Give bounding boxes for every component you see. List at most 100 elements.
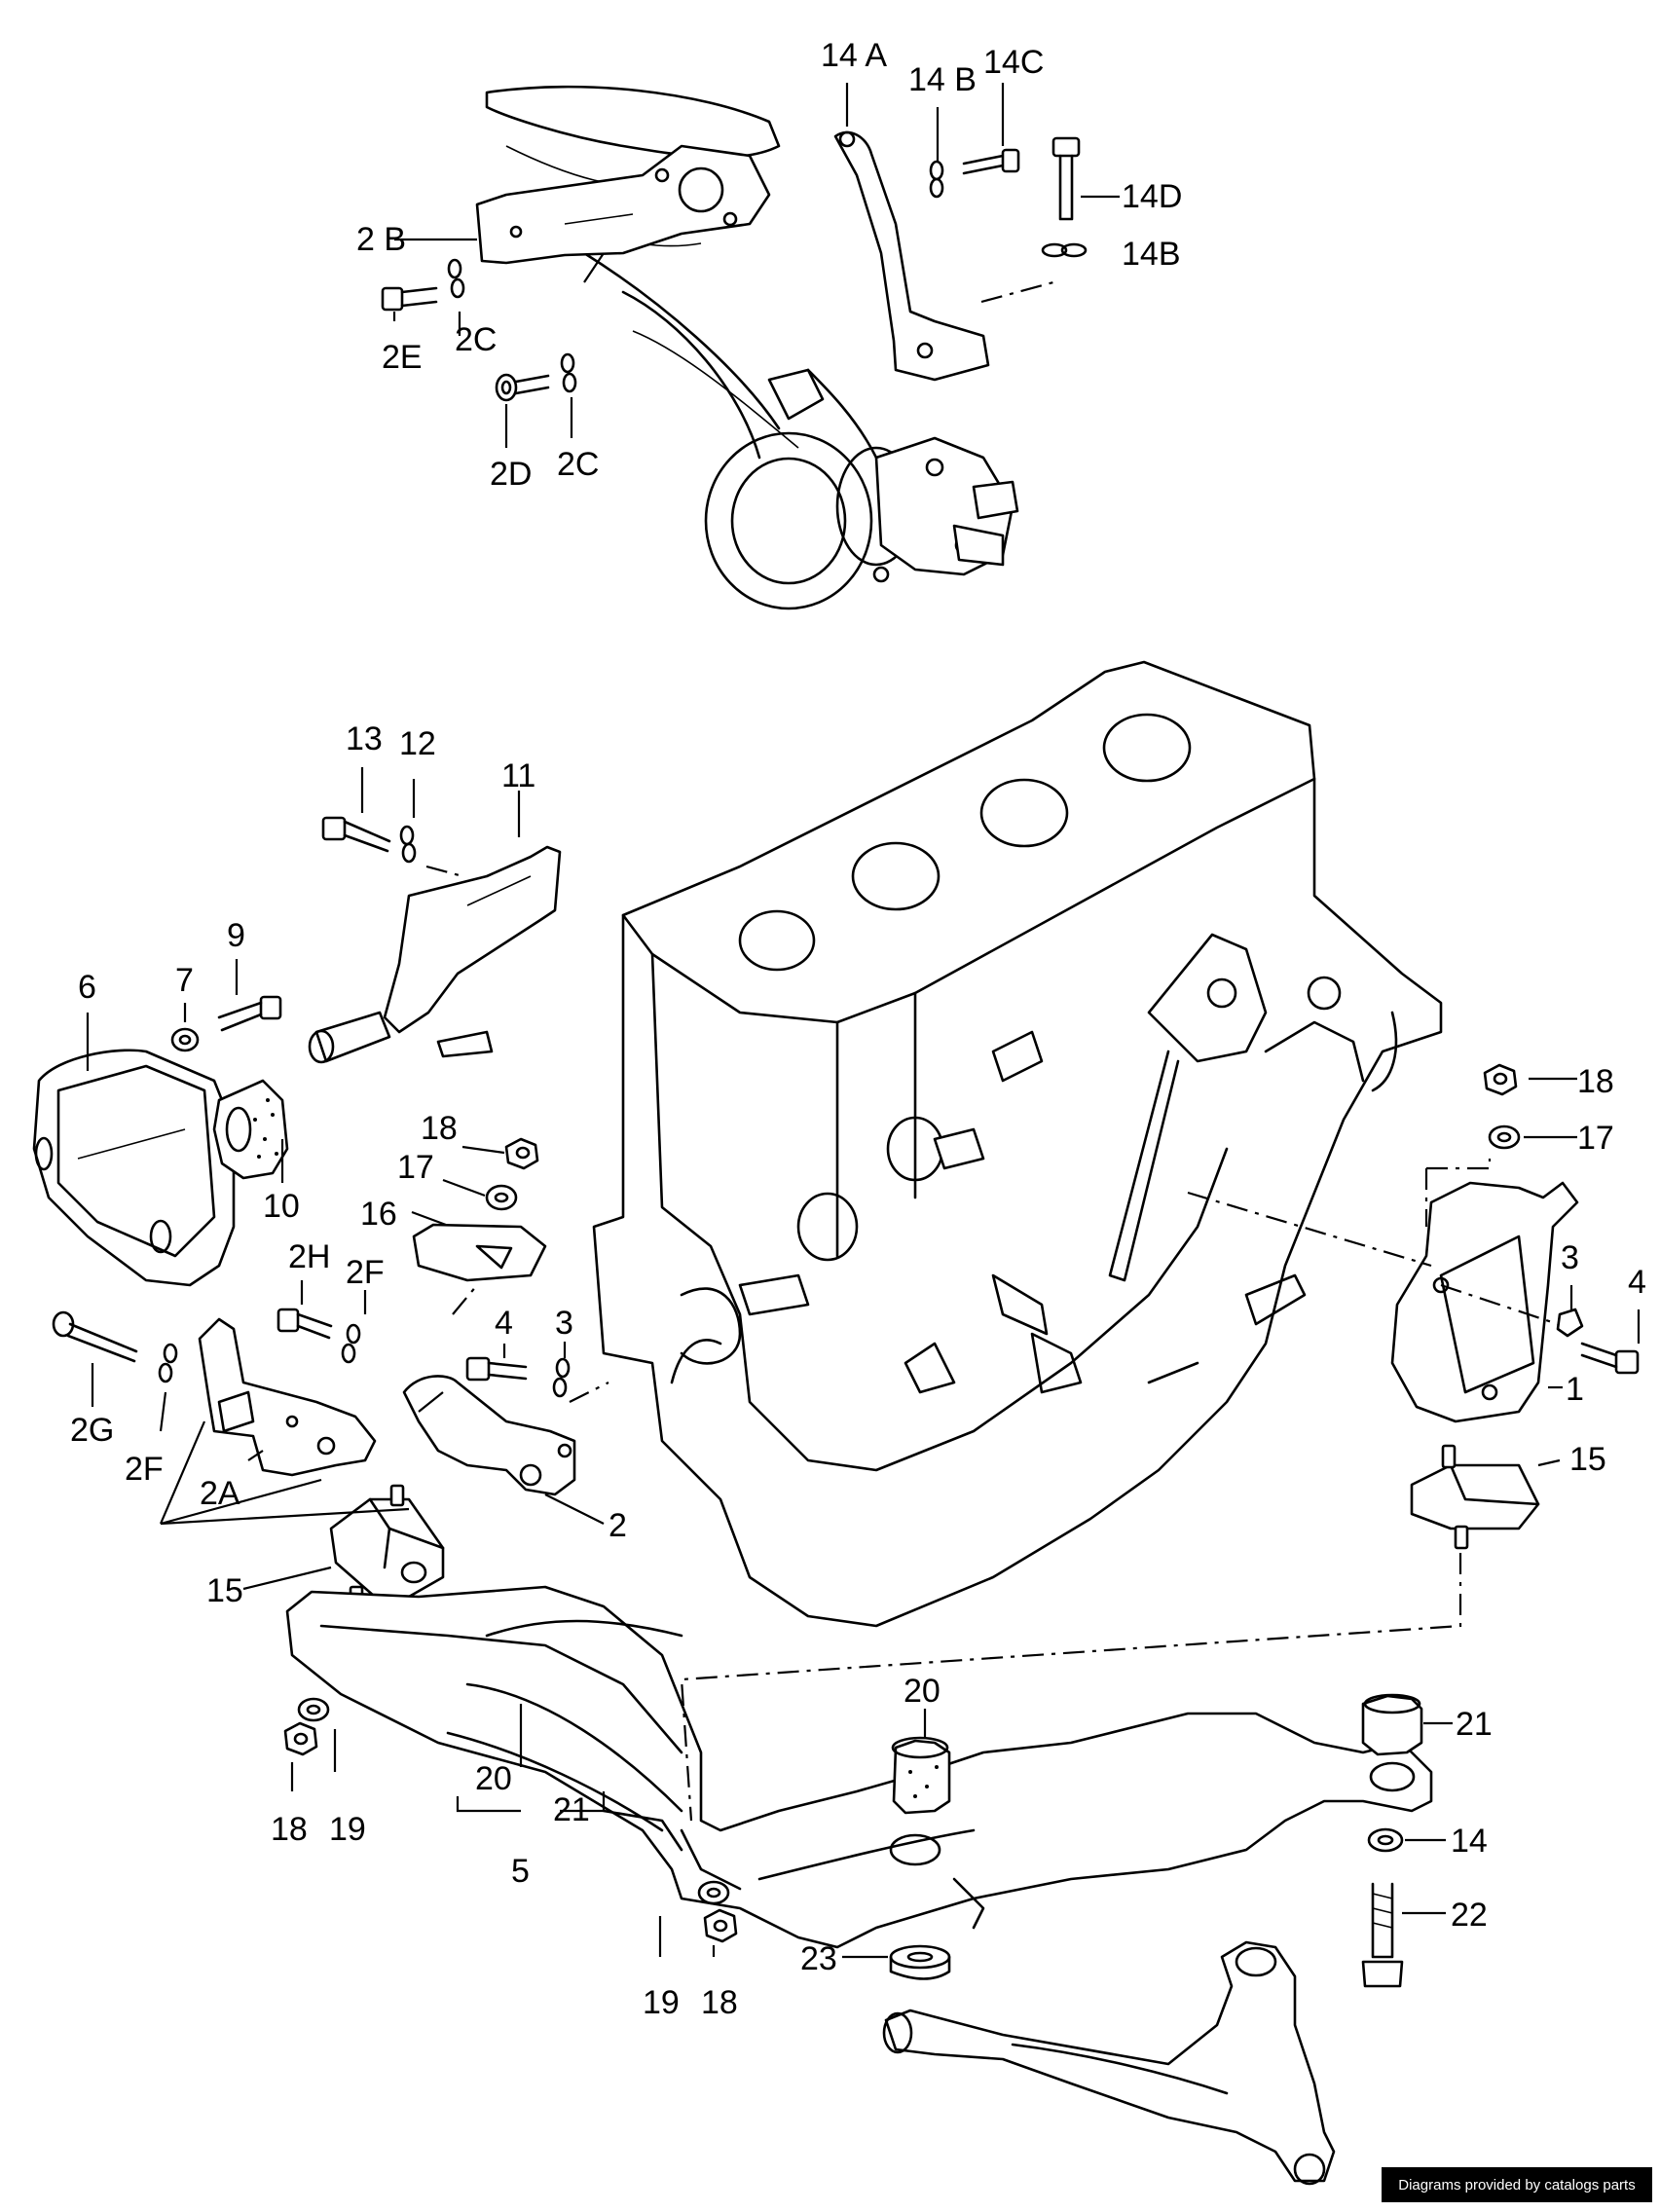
- bushing-21-right: [1361, 1693, 1423, 1756]
- label-2f-upper: 2F: [346, 1254, 385, 1291]
- washer-14: [1367, 1827, 1404, 1853]
- washer-14b-top: [929, 160, 944, 199]
- washer-2c-lower: [560, 352, 577, 393]
- label-2g: 2G: [70, 1412, 114, 1449]
- label-14d: 14D: [1122, 178, 1182, 215]
- bolt-2e: [381, 286, 438, 312]
- label-15-left: 15: [206, 1572, 243, 1609]
- label-2h: 2H: [288, 1238, 330, 1275]
- nut-18-lower-left: [283, 1721, 318, 1756]
- label-18-mid: 18: [421, 1110, 458, 1147]
- washer-2f-upper: [341, 1323, 361, 1364]
- bracket-14a: [833, 130, 990, 382]
- bracket-11: [383, 845, 562, 1058]
- label-2d: 2D: [490, 456, 532, 493]
- washer-19-bottom: [697, 1880, 730, 1905]
- bolt-2h: [277, 1308, 333, 1340]
- label-13: 13: [346, 720, 383, 757]
- label-20-right: 20: [904, 1673, 941, 1710]
- bolt-2g: [52, 1310, 138, 1363]
- label-2f-lower: 2F: [125, 1451, 164, 1488]
- bolt-14d: [1051, 136, 1081, 221]
- label-2: 2: [609, 1507, 627, 1544]
- washer-19-lower-left: [297, 1697, 330, 1722]
- washer-3-right: [1556, 1308, 1584, 1338]
- bolt-4-left: [465, 1356, 528, 1382]
- bracket-2a: [198, 1317, 377, 1477]
- washer-2f-lower: [158, 1343, 178, 1383]
- label-12: 12: [399, 725, 436, 762]
- bushing-20-right: [891, 1736, 951, 1815]
- water-pump: [704, 368, 1019, 610]
- lower-leaders: [86, 767, 1641, 1959]
- label-18-bottom: 18: [701, 1984, 738, 2021]
- label-19-bottom: 19: [643, 1984, 680, 2021]
- label-17-right: 17: [1577, 1120, 1614, 1157]
- bolt-2d: [495, 373, 550, 402]
- control-arm: [882, 1940, 1336, 2186]
- label-16: 16: [360, 1196, 397, 1233]
- label-20-lower: 20: [475, 1760, 512, 1797]
- label-18-right: 18: [1577, 1063, 1614, 1100]
- label-7: 7: [175, 962, 194, 999]
- label-14a: 14 A: [821, 37, 887, 74]
- nut-18-bottom: [703, 1908, 738, 1943]
- label-6: 6: [78, 969, 96, 1006]
- label-22: 22: [1451, 1897, 1488, 1934]
- label-18-lower-left: 18: [271, 1811, 308, 1848]
- engine-block: [592, 660, 1443, 1628]
- top-leaders: [392, 83, 1120, 448]
- plate-16: [412, 1223, 547, 1282]
- washer-7: [170, 1027, 200, 1052]
- washer-17-mid: [485, 1184, 518, 1211]
- label-19-lower-left: 19: [329, 1811, 366, 1848]
- washer-14b-bottom: [1041, 242, 1088, 258]
- label-2c-lower: 2C: [557, 446, 599, 483]
- label-11: 11: [501, 757, 535, 794]
- label-17-mid: 17: [397, 1149, 434, 1186]
- bushing-10: [212, 1079, 289, 1180]
- label-9: 9: [227, 917, 245, 954]
- label-21-right: 21: [1456, 1706, 1493, 1743]
- label-15-right: 15: [1569, 1441, 1606, 1478]
- credit-badge: Diagrams provided by catalogs parts: [1382, 2167, 1652, 2202]
- upper-engine-outline: [485, 85, 799, 460]
- label-2b: 2 B: [356, 221, 406, 258]
- mount-15-left: [329, 1484, 445, 1608]
- bolt-9: [217, 995, 282, 1032]
- label-2e: 2E: [382, 339, 423, 376]
- label-14c: 14C: [983, 44, 1044, 81]
- label-5: 5: [511, 1853, 530, 1890]
- label-21-lower: 21: [553, 1791, 590, 1828]
- label-1: 1: [1566, 1371, 1584, 1408]
- label-4-right: 4: [1628, 1264, 1646, 1301]
- mount-6: [32, 1049, 236, 1287]
- nut-18-mid: [504, 1137, 539, 1170]
- bolt-22: [1361, 1882, 1404, 1988]
- label-14b-top: 14 B: [908, 61, 977, 98]
- nut-18-right: [1483, 1063, 1518, 1096]
- washer-2c-upper: [447, 258, 465, 299]
- callout-labels: 14 A 14 B 14C 14D 14B 2 B 2E 2C 2D 2C 13…: [70, 37, 1646, 2021]
- label-2a: 2A: [200, 1475, 240, 1512]
- washer-17-right: [1488, 1124, 1521, 1150]
- bracket-2b: [475, 144, 771, 265]
- label-14: 14: [1451, 1823, 1488, 1860]
- washer-23: [889, 1944, 951, 1980]
- bolt-13: [321, 816, 391, 853]
- label-2c-upper: 2C: [455, 321, 497, 358]
- washer-12: [399, 825, 417, 864]
- bolt-14c: [962, 148, 1020, 175]
- label-3-left: 3: [555, 1305, 573, 1342]
- washer-3-left: [552, 1357, 571, 1398]
- sleeve-11-end: [308, 1011, 391, 1064]
- bolt-4-right: [1580, 1342, 1640, 1375]
- bracket-2: [402, 1375, 576, 1496]
- label-4-left: 4: [495, 1305, 513, 1342]
- label-10: 10: [263, 1188, 300, 1225]
- bracket-1: [1390, 1181, 1579, 1423]
- subframe-5: [285, 1585, 1433, 1949]
- label-14b-bottom: 14B: [1122, 236, 1181, 273]
- label-3-right: 3: [1561, 1239, 1579, 1276]
